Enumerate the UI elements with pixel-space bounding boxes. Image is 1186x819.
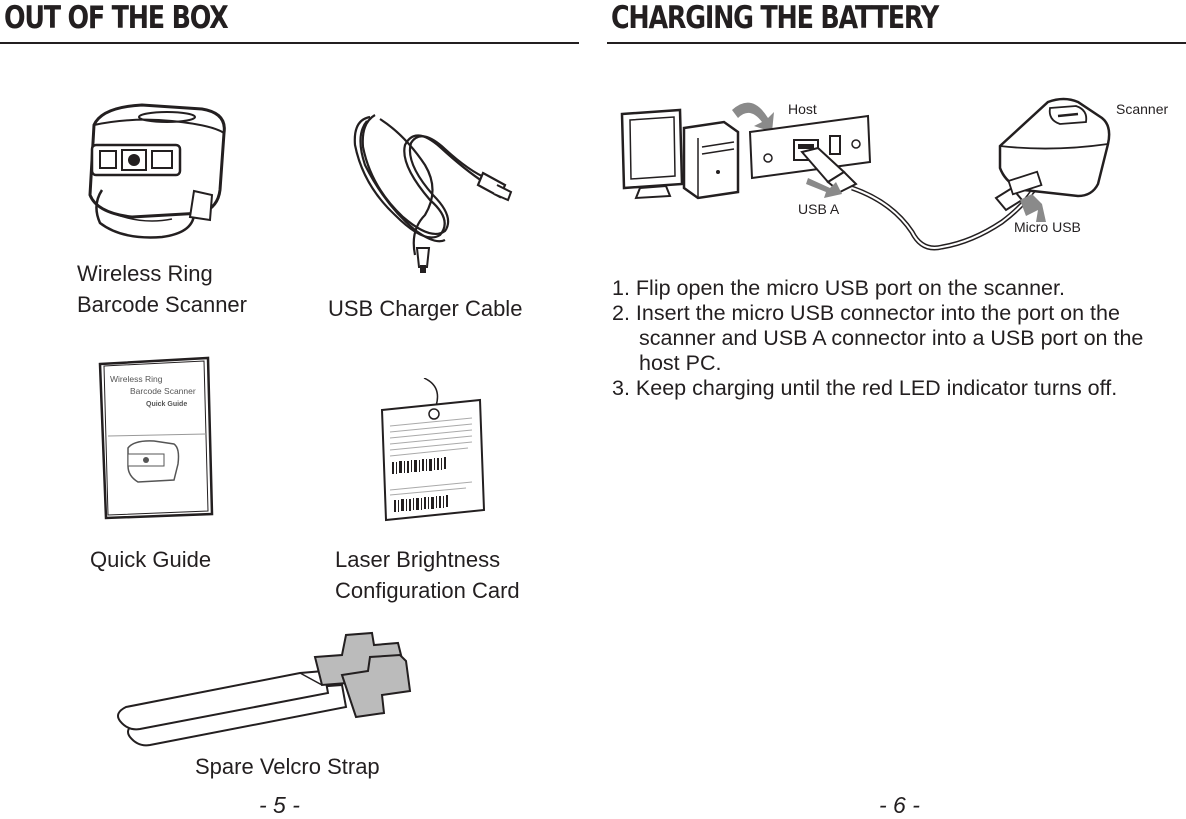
guide-cover-line2: Barcode Scanner — [130, 386, 196, 396]
step-item: 1. Flip open the micro USB port on the s… — [612, 276, 1172, 301]
step-text: Flip open the micro USB port on the scan… — [635, 276, 1065, 300]
page-number-left: - 5 - — [259, 792, 300, 818]
micro-usb-arrow-icon — [1020, 194, 1046, 222]
scanner-label-line1: Wireless Ring — [77, 261, 213, 286]
cable-label: USB Charger Cable — [328, 296, 523, 321]
scanner-label: Scanner — [1116, 101, 1168, 117]
step-text: Keep charging until the red LED indicato… — [635, 376, 1118, 400]
host-usb-port-panel — [748, 114, 872, 180]
usb-a-label: USB A — [798, 201, 840, 217]
step-item: 3. Keep charging until the red LED indic… — [612, 376, 1172, 401]
card-barcode-bottom-icon — [394, 495, 448, 512]
section-heading-charging: CHARGING THE BATTERY — [611, 0, 939, 36]
scanner-device-icon — [998, 97, 1111, 198]
heading-rule-right — [607, 42, 1186, 44]
section-heading-out-of-the-box: OUT OF THE BOX — [4, 0, 229, 36]
charging-steps-list: 1. Flip open the micro USB port on the s… — [612, 276, 1172, 401]
guide-label: Quick Guide — [90, 547, 212, 572]
velcro-strap-illustration — [117, 631, 412, 747]
step-number: 2. — [612, 301, 630, 325]
guide-cover-line3: Quick Guide — [146, 401, 187, 408]
step-number: 3. — [612, 376, 630, 400]
ring-scanner-illustration — [88, 103, 226, 239]
zoom-arrow-icon — [732, 102, 774, 132]
strap-label: Spare Velcro Strap — [195, 754, 380, 779]
card-label-line2: Configuration Card — [335, 578, 520, 603]
usb-cable-illustration — [353, 114, 513, 273]
usb-a-arrow-icon — [806, 178, 842, 198]
guide-cover-line1: Wireless Ring — [110, 374, 163, 384]
host-computer-icon — [620, 108, 740, 200]
card-barcode-top-icon — [392, 457, 446, 474]
laser-card-illustration — [380, 378, 486, 522]
card-label-line1: Laser Brightness — [335, 547, 501, 572]
page-number-right: - 6 - — [879, 792, 920, 818]
scanner-label-line2: Barcode Scanner — [77, 292, 247, 317]
micro-usb-label: Micro USB — [1014, 219, 1081, 235]
step-text: Insert the micro USB connector into the … — [635, 301, 1144, 375]
charging-diagram: Host Scanner USB A Micro USB — [620, 97, 1168, 251]
heading-rule-left — [0, 42, 579, 44]
quick-guide-illustration: Wireless Ring Barcode Scanner Quick Guid… — [98, 356, 214, 520]
step-item: 2. Insert the micro USB connector into t… — [612, 301, 1172, 376]
step-number: 1. — [612, 276, 630, 300]
guide-scanner-thumbnail-icon — [127, 440, 180, 483]
host-label: Host — [788, 101, 817, 117]
